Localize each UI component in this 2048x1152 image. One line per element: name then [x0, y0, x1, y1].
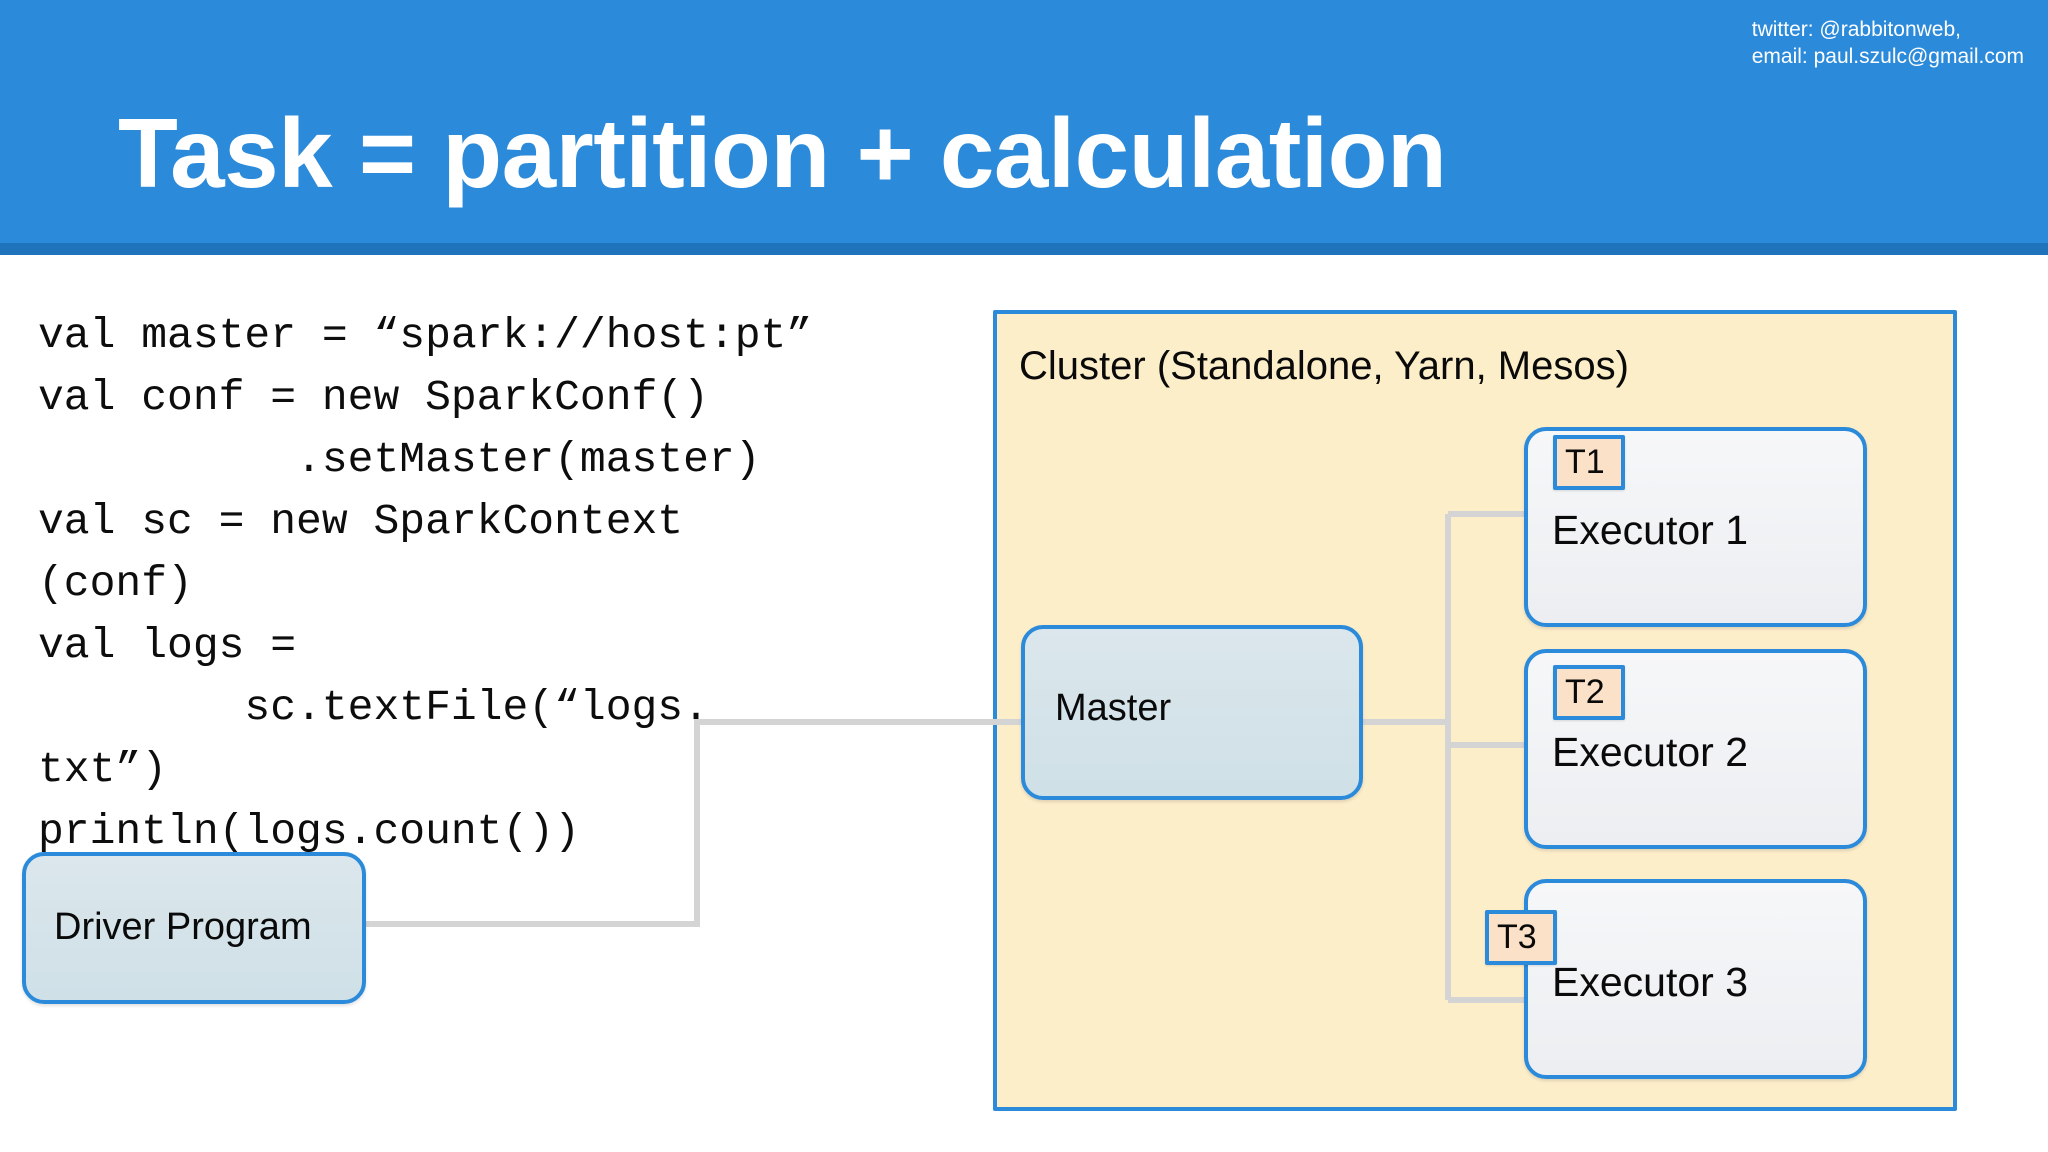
task-badge-t3[interactable]: T3 — [1485, 910, 1557, 965]
task-badge-t2-label: T2 — [1565, 673, 1605, 711]
code-snippet: val master = “spark://host:pt” val conf … — [38, 311, 813, 856]
email-address: email: paul.szulc@gmail.com — [1751, 44, 2024, 68]
cluster-label: Cluster (Standalone, Yarn, Mesos) — [1019, 344, 1629, 388]
driver-program-box[interactable]: Driver Program — [22, 852, 366, 1004]
master-node-label: Master — [1055, 687, 1172, 729]
task-badge-t3-label: T3 — [1497, 918, 1537, 956]
master-node-box[interactable]: Master — [1021, 625, 1363, 800]
executor-3-box[interactable]: Executor 3 — [1524, 879, 1867, 1079]
header-underline-stripe — [0, 243, 2048, 255]
executor-2-label: Executor 2 — [1552, 729, 1748, 775]
twitter-handle: twitter: @rabbitonweb, — [1751, 18, 1961, 41]
executor-3-label: Executor 3 — [1552, 959, 1748, 1005]
header-band — [0, 0, 2048, 243]
task-badge-t2[interactable]: T2 — [1553, 665, 1625, 720]
connector-driver-to-master — [366, 719, 1021, 927]
page-title: Task = partition + calculation — [118, 98, 1447, 208]
driver-program-label: Driver Program — [54, 906, 312, 948]
task-badge-t1-label: T1 — [1565, 443, 1605, 481]
executor-1-label: Executor 1 — [1552, 507, 1748, 553]
contact-info: twitter: @rabbitonweb, email: paul.szulc… — [1752, 17, 2024, 71]
task-badge-t1[interactable]: T1 — [1553, 435, 1625, 490]
